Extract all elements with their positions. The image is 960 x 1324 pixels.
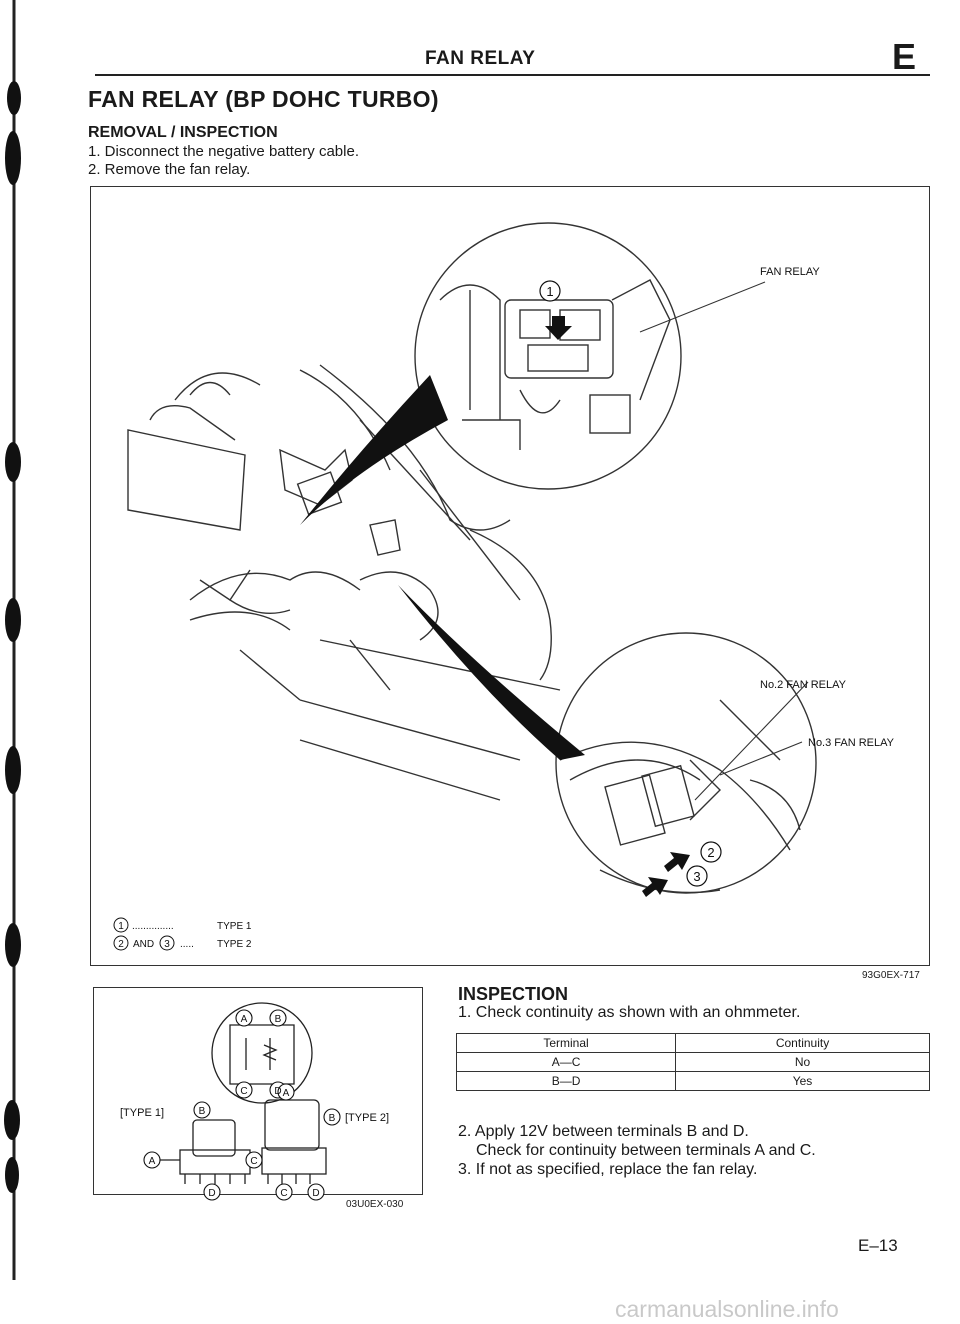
legend-mark-1: 1 <box>118 921 124 932</box>
callout-1: 1 <box>546 284 553 299</box>
figure1-code: 93G0EX-717 <box>862 970 920 981</box>
legend-type-1: TYPE 1 <box>217 921 252 932</box>
cell-continuity: No <box>675 1052 930 1072</box>
inspection-step-3: 3. If not as specified, replace the fan … <box>458 1161 758 1178</box>
figure-removal-diagram <box>90 186 930 966</box>
header-terminal: Terminal <box>455 1033 677 1053</box>
type2-terminal-d: D <box>312 1188 319 1199</box>
callout-2: 2 <box>707 845 714 860</box>
schematic-terminal-d: D <box>274 1086 281 1097</box>
type2-terminal-a: A <box>283 1088 290 1099</box>
schematic-terminal-b: B <box>275 1014 282 1025</box>
continuity-table: Terminal Continuity A—C No B—D Yes <box>455 1033 930 1091</box>
table-row: B—D Yes <box>455 1071 930 1091</box>
inspection-step-2: 2. Apply 12V between terminals B and D. <box>458 1123 749 1140</box>
legend-mark-2: 2 <box>118 939 124 950</box>
label-no2-fan-relay: No.2 FAN RELAY <box>760 679 847 691</box>
table-header-row: Terminal Continuity <box>455 1033 930 1053</box>
type1-terminal-b: B <box>199 1106 206 1117</box>
label-no3-fan-relay: No.3 FAN RELAY <box>808 737 895 749</box>
legend-type-2: TYPE 2 <box>217 939 252 950</box>
figure2-code: 03U0EX-030 <box>346 1199 404 1210</box>
page-header-title: FAN RELAY <box>425 48 536 69</box>
callout-2-circle <box>700 841 722 863</box>
callout-1-circle <box>539 280 561 302</box>
legend-mark-3: 3 <box>164 939 170 950</box>
cell-terminal: B—D <box>455 1071 677 1091</box>
inspection-title: INSPECTION <box>458 984 569 1004</box>
header-continuity: Continuity <box>675 1033 930 1053</box>
type2-terminal-b: B <box>329 1113 336 1124</box>
type1-terminal-c: C <box>250 1156 257 1167</box>
table-row: A—C No <box>455 1052 930 1072</box>
type1-terminal-d: D <box>208 1188 215 1199</box>
schematic-terminal-a: A <box>241 1014 248 1025</box>
subsection-title: REMOVAL / INSPECTION <box>88 124 278 141</box>
inspection-step-1: 1. Check continuity as shown with an ohm… <box>458 1004 801 1021</box>
magnifier-circle-upper <box>414 222 682 490</box>
schematic-terminal-c: C <box>240 1086 247 1097</box>
callout-3-circle <box>686 865 708 887</box>
watermark: carmanualsonline.info <box>615 1296 839 1322</box>
page-number: E–13 <box>858 1236 898 1255</box>
schematic-circle <box>211 1002 313 1104</box>
legend-dots-1: ............... <box>132 921 174 932</box>
removal-step-1: 1. Disconnect the negative battery cable… <box>88 143 359 160</box>
type1-label: [TYPE 1] <box>120 1107 164 1119</box>
type2-terminal-c: C <box>280 1188 287 1199</box>
type1-terminal-a: A <box>149 1156 156 1167</box>
type2-label: [TYPE 2] <box>345 1112 389 1124</box>
cell-continuity: Yes <box>675 1071 930 1091</box>
removal-step-2: 2. Remove the fan relay. <box>88 161 251 178</box>
label-fan-relay: FAN RELAY <box>760 266 820 278</box>
section-letter: E <box>892 36 917 77</box>
callout-3: 3 <box>693 869 700 884</box>
section-title: FAN RELAY (BP DOHC TURBO) <box>88 86 439 112</box>
legend-dots-2: ..... <box>180 939 194 950</box>
legend-and: AND <box>133 939 154 950</box>
inspection-step-2b: Check for continuity between terminals A… <box>476 1142 816 1159</box>
header-rule <box>95 74 930 76</box>
figure-relay-terminals <box>93 987 423 1195</box>
cell-terminal: A—C <box>455 1052 677 1072</box>
